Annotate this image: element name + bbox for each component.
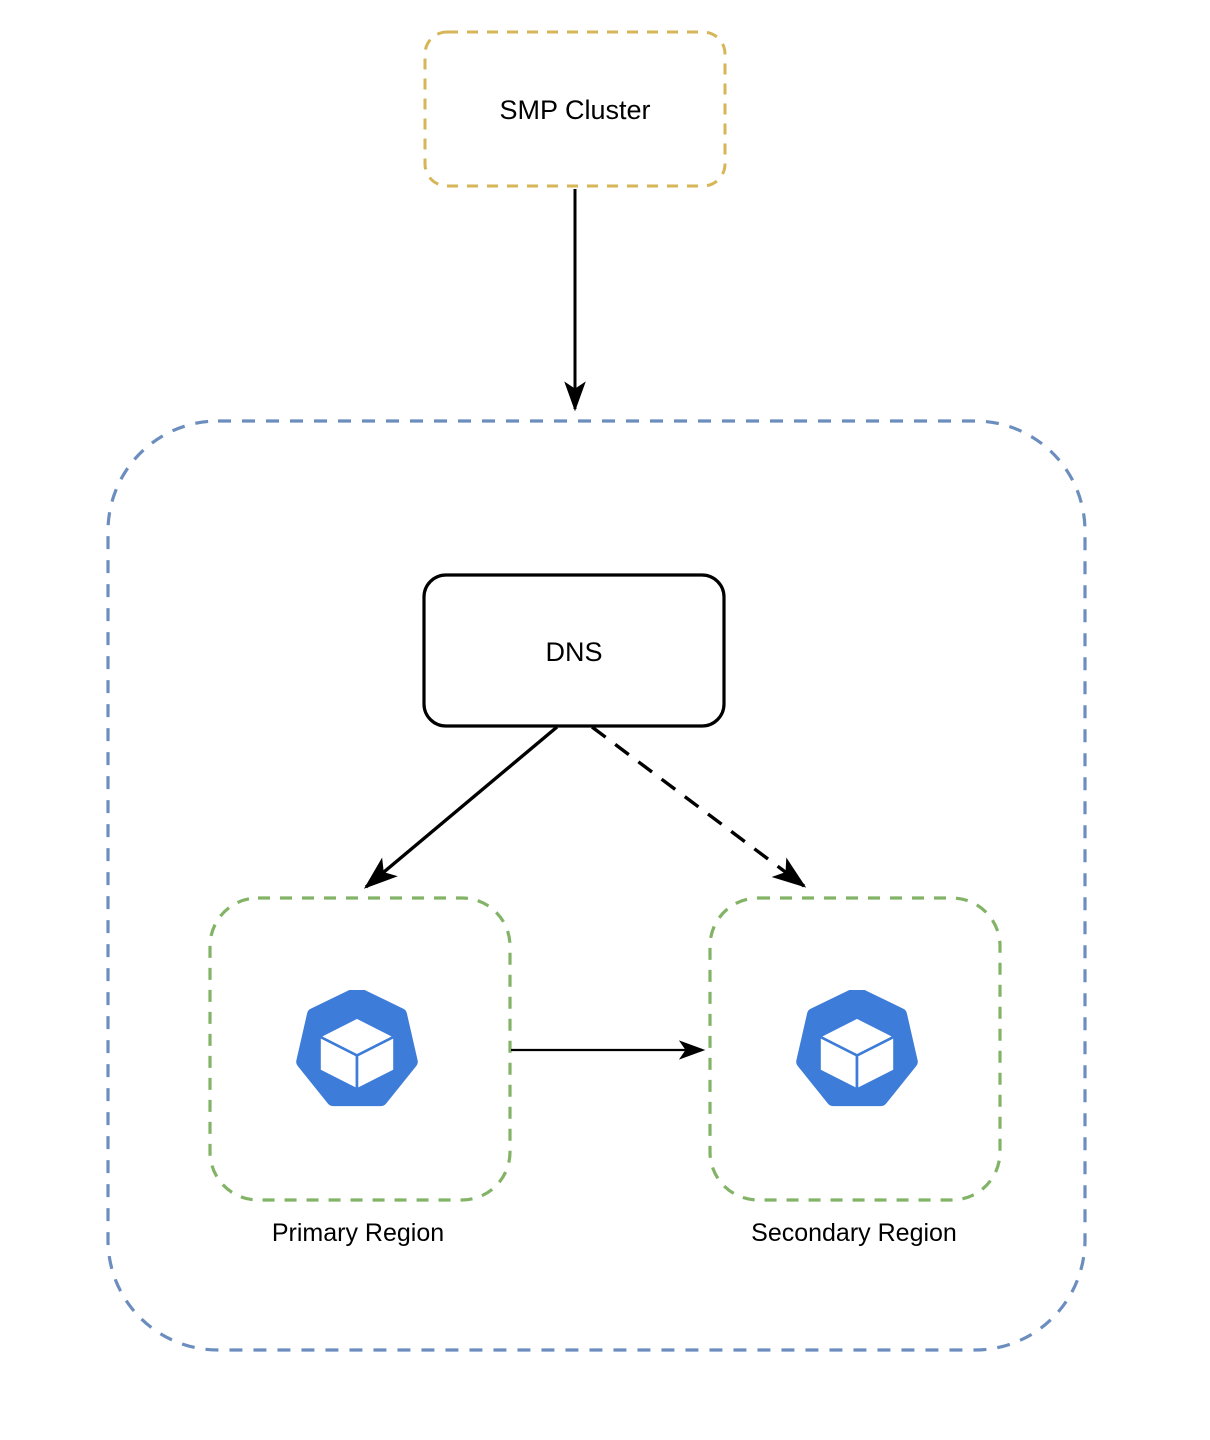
smp-cluster-label: SMP Cluster [499, 95, 651, 125]
secondary-region-label: Secondary Region [751, 1219, 957, 1247]
dns-label: DNS [545, 637, 603, 667]
edge-dns-to-primary [363, 725, 559, 889]
edge-dns-to-secondary [590, 725, 807, 888]
kubernetes-icon [796, 990, 918, 1107]
kubernetes-icon [296, 990, 418, 1107]
kubernetes-cube [318, 1016, 396, 1091]
kubernetes-cube [818, 1016, 896, 1091]
primary-region-label: Primary Region [271, 1219, 445, 1247]
outer-container-box[interactable] [106, 419, 1087, 1352]
dns-box[interactable] [422, 573, 726, 728]
smp-cluster-box[interactable] [423, 30, 727, 188]
